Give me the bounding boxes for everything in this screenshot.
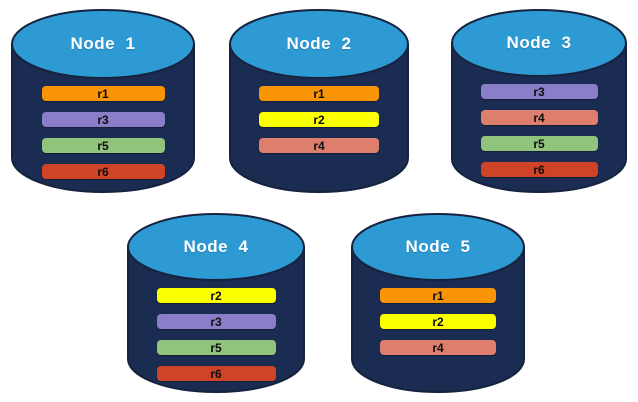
replica-bar[interactable]: r3: [41, 112, 165, 127]
replica-bar[interactable]: r3: [156, 314, 276, 329]
replica-bar[interactable]: r2: [156, 288, 276, 303]
replica-bar[interactable]: r4: [259, 138, 379, 153]
replica-bar[interactable]: r1: [259, 86, 379, 101]
cylinder-top-ellipse: [451, 9, 627, 77]
replica-list: r2 r3 r5 r6: [126, 288, 306, 392]
replica-list: r1 r2 r4: [228, 86, 410, 164]
replica-list: r1 r3 r5 r6: [10, 86, 196, 190]
cylinder-top-ellipse: [351, 213, 525, 281]
replica-bar[interactable]: r6: [480, 162, 598, 177]
replica-bar[interactable]: r2: [380, 314, 496, 329]
cylinder-top-ellipse: [11, 9, 195, 79]
cylinder-top-ellipse: [127, 213, 305, 281]
replica-bar[interactable]: r3: [480, 84, 598, 99]
replica-bar[interactable]: r4: [480, 110, 598, 125]
replica-bar[interactable]: r6: [41, 164, 165, 179]
cylinder-top-ellipse: [229, 9, 409, 79]
replica-bar[interactable]: r1: [380, 288, 496, 303]
replica-bar[interactable]: r5: [156, 340, 276, 355]
replica-bar[interactable]: r1: [41, 86, 165, 101]
replica-bar[interactable]: r5: [480, 136, 598, 151]
replica-bar[interactable]: r2: [259, 112, 379, 127]
replica-bar[interactable]: r4: [380, 340, 496, 355]
replica-list: r1 r2 r4: [350, 288, 526, 366]
replica-list: r3 r4 r5 r6: [450, 84, 628, 188]
replica-bar[interactable]: r6: [156, 366, 276, 381]
replica-bar[interactable]: r5: [41, 138, 165, 153]
